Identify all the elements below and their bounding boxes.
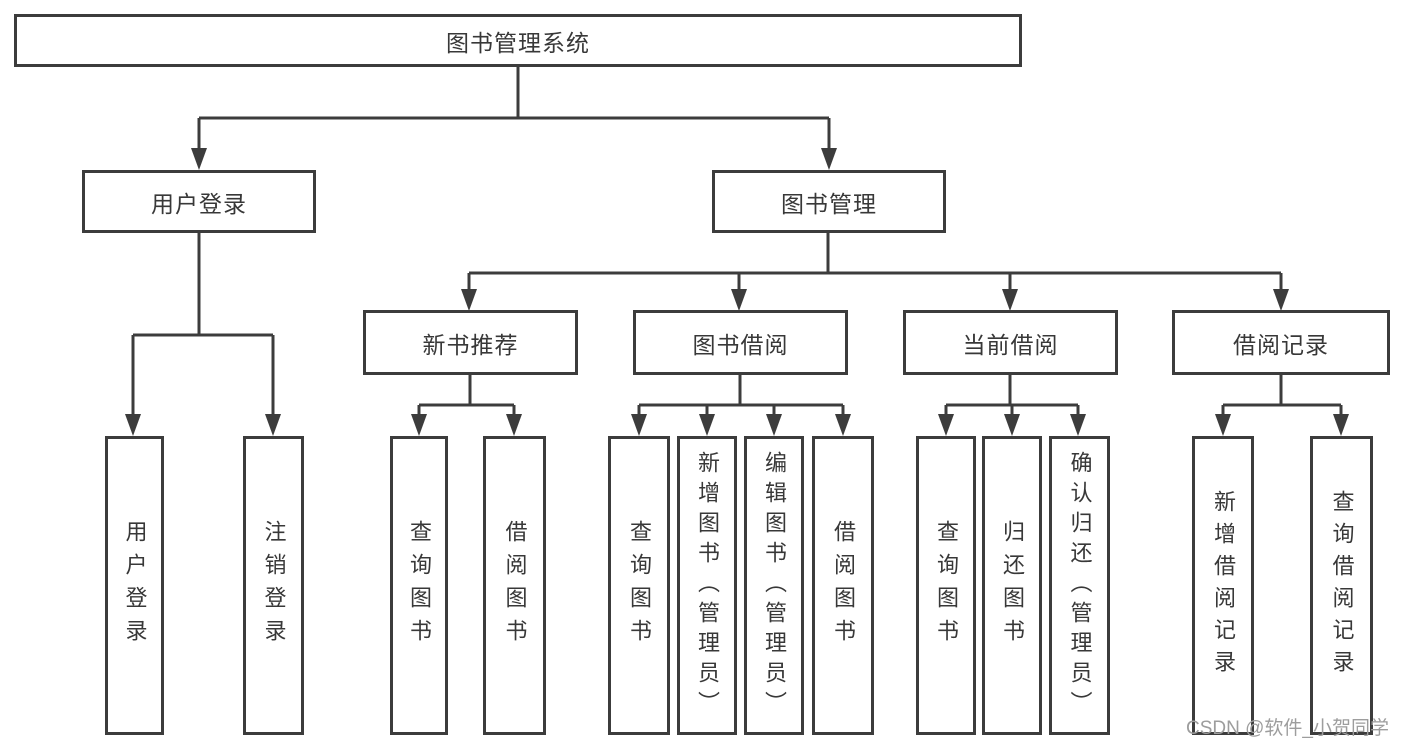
node-book-management: 图书管理	[712, 170, 946, 233]
node-current-confirm-return-admin-label: 确认归还（管理员）	[1067, 450, 1093, 721]
node-book-borrow: 图书借阅	[633, 310, 848, 375]
node-current-confirm-return-admin: 确认归还（管理员）	[1049, 436, 1110, 735]
node-user-login: 用户登录	[82, 170, 316, 233]
node-user-login-label: 用户登录	[151, 190, 247, 217]
node-borrow-query-book: 查询图书	[608, 436, 670, 735]
node-records-query-record-label: 查询借阅记录	[1329, 489, 1355, 682]
node-recommend-query-book: 查询图书	[390, 436, 448, 735]
node-current-query-book: 查询图书	[916, 436, 976, 735]
node-login: 用户登录	[105, 436, 164, 735]
node-borrow-borrow-book: 借阅图书	[812, 436, 874, 735]
node-book-management-label: 图书管理	[781, 190, 877, 217]
node-borrow-edit-book-admin-label: 编辑图书（管理员）	[762, 450, 787, 721]
csdn-watermark: CSDN @软件_小贺同学	[1186, 718, 1389, 739]
node-new-book-recommend-label: 新书推荐	[422, 331, 519, 358]
node-records-query-record: 查询借阅记录	[1310, 436, 1373, 735]
node-borrow-add-book-admin: 新增图书（管理员）	[677, 436, 737, 735]
node-book-borrow-label: 图书借阅	[692, 331, 789, 358]
node-root-label: 图书管理系统	[446, 29, 590, 56]
node-root: 图书管理系统	[14, 14, 1022, 67]
node-borrow-edit-book-admin: 编辑图书（管理员）	[744, 436, 804, 735]
node-current-borrow-label: 当前借阅	[962, 331, 1059, 358]
node-login-label: 用户登录	[122, 519, 148, 652]
node-current-borrow: 当前借阅	[903, 310, 1118, 375]
node-records-add-record: 新增借阅记录	[1192, 436, 1254, 735]
node-current-return-book-label: 归还图书	[1000, 519, 1025, 652]
node-borrow-query-book-label: 查询图书	[627, 519, 652, 652]
node-new-book-recommend: 新书推荐	[363, 310, 578, 375]
node-recommend-query-book-label: 查询图书	[407, 519, 432, 652]
node-logout-label: 注销登录	[261, 519, 287, 652]
node-recommend-borrow-book-label: 借阅图书	[502, 519, 528, 652]
node-borrow-records: 借阅记录	[1172, 310, 1390, 375]
node-borrow-add-book-admin-label: 新增图书（管理员）	[695, 450, 720, 721]
node-current-return-book: 归还图书	[982, 436, 1042, 735]
node-borrow-records-label: 借阅记录	[1233, 331, 1329, 358]
node-borrow-borrow-book-label: 借阅图书	[831, 519, 856, 652]
node-logout: 注销登录	[243, 436, 304, 735]
node-records-add-record-label: 新增借阅记录	[1211, 489, 1236, 682]
node-recommend-borrow-book: 借阅图书	[483, 436, 546, 735]
node-current-query-book-label: 查询图书	[934, 519, 959, 652]
